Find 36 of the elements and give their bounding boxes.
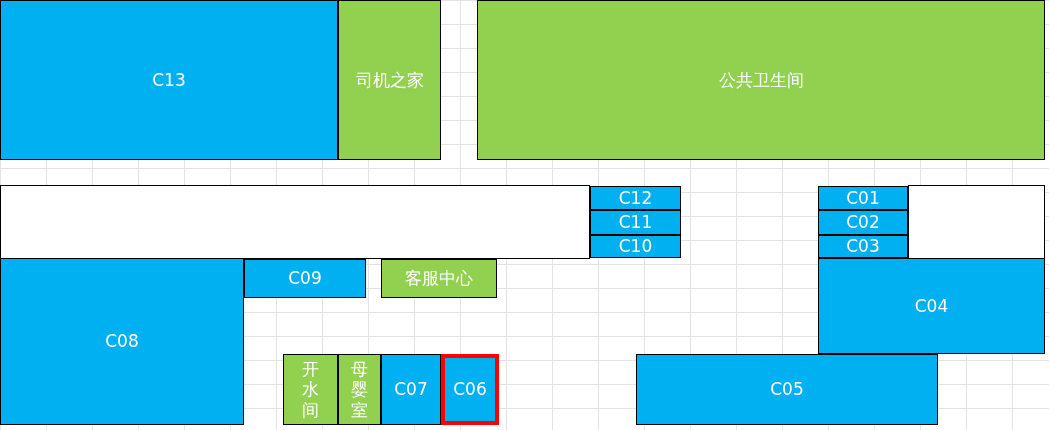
room-label: 司机之家 bbox=[355, 69, 424, 91]
room bbox=[818, 210, 908, 235]
room bbox=[0, 258, 244, 425]
room-label: C10 bbox=[618, 236, 653, 257]
room bbox=[636, 354, 938, 425]
room-label: C09 bbox=[288, 268, 322, 289]
room-label: 开水间 bbox=[301, 358, 320, 421]
room-label: 公共卫生间 bbox=[718, 69, 804, 91]
room bbox=[338, 0, 441, 160]
room bbox=[818, 258, 1045, 354]
room-label: C06 bbox=[453, 379, 487, 400]
room-label: C08 bbox=[105, 331, 139, 352]
room bbox=[381, 354, 441, 425]
room-label: C04 bbox=[914, 295, 949, 317]
room bbox=[590, 210, 681, 235]
room bbox=[283, 354, 338, 425]
room bbox=[590, 186, 681, 210]
room-label: C03 bbox=[846, 236, 880, 257]
room-label: C05 bbox=[770, 379, 804, 400]
room bbox=[818, 186, 908, 210]
room-label: C13 bbox=[152, 69, 186, 91]
room-label: 母婴室 bbox=[350, 358, 369, 421]
room bbox=[477, 0, 1045, 160]
room bbox=[0, 0, 338, 160]
room-label: C12 bbox=[618, 187, 653, 209]
room-label: C01 bbox=[846, 187, 880, 209]
room-label: C02 bbox=[846, 212, 880, 233]
highlighted-room bbox=[441, 354, 499, 425]
room-label: C07 bbox=[394, 379, 428, 400]
room bbox=[338, 354, 381, 425]
room bbox=[381, 259, 497, 298]
room-label: 客服中心 bbox=[405, 268, 473, 289]
room bbox=[818, 235, 908, 258]
room bbox=[244, 259, 366, 298]
room bbox=[590, 235, 681, 258]
room-label: C11 bbox=[618, 212, 653, 233]
